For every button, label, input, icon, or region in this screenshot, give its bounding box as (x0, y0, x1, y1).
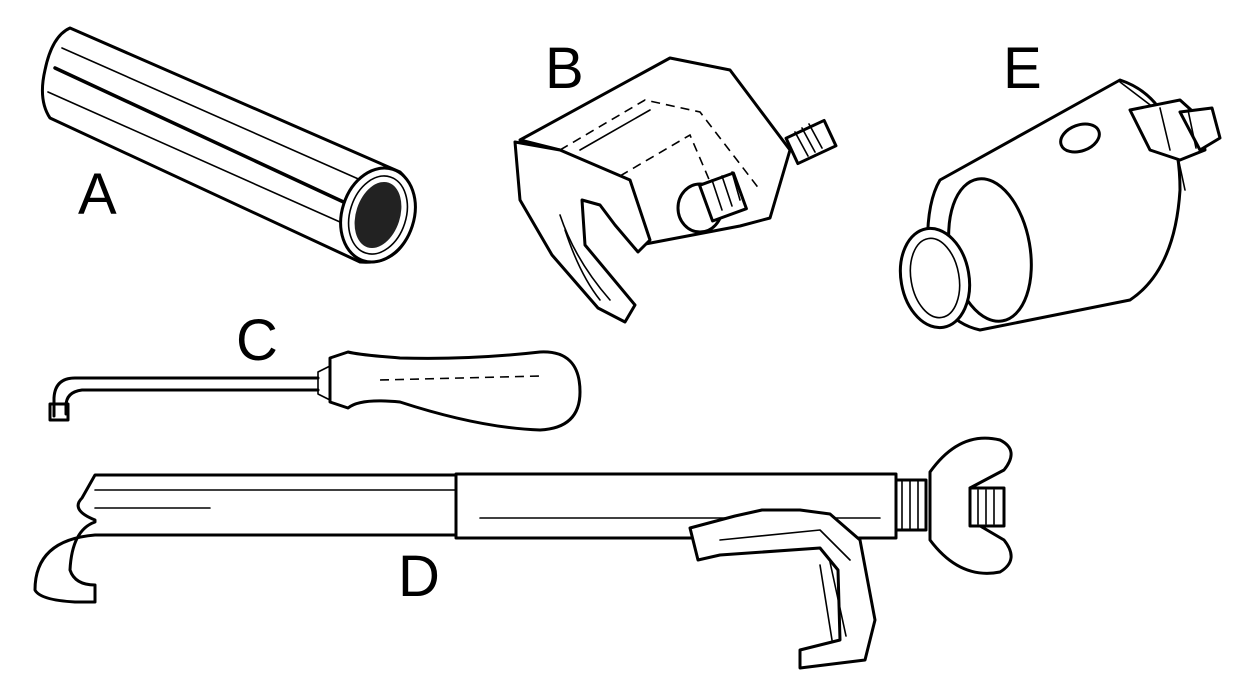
tool-c-pick (48, 350, 582, 432)
tool-b-separator (513, 56, 838, 324)
tool-d-puller (33, 436, 1013, 670)
tool-e-socket (898, 78, 1222, 332)
label-d: D (398, 544, 440, 609)
label-b: B (545, 36, 584, 101)
tool-a-sleeve (40, 26, 417, 264)
label-e: E (1003, 36, 1042, 101)
label-c: C (236, 308, 278, 373)
label-a: A (78, 162, 117, 227)
